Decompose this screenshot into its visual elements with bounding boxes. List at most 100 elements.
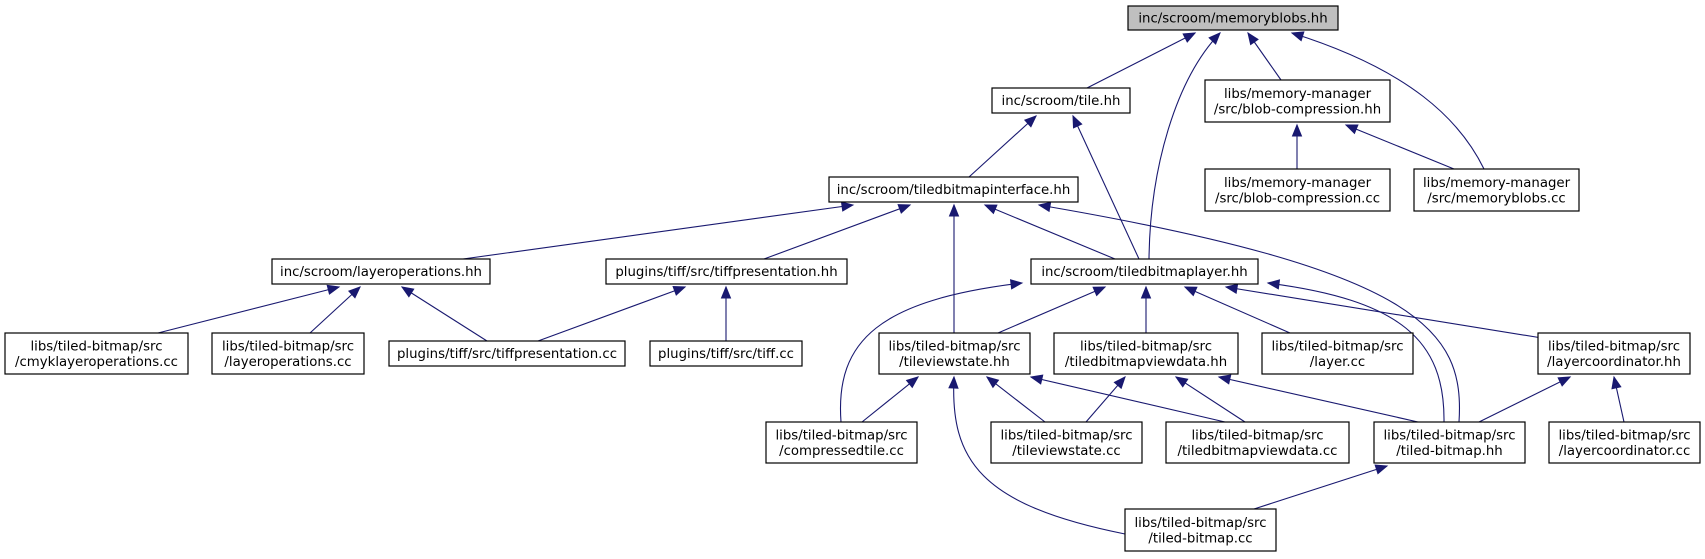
edge-blobcomp_cc-to-blobcomp_hh	[1291, 123, 1303, 169]
node-cmyk-cc[interactable]: libs/tiled-bitmap/src/cmyklayeroperation…	[4, 332, 189, 375]
node-box	[271, 258, 491, 285]
node-box	[1030, 258, 1259, 285]
node-label: libs/tiled-bitmap/src	[1134, 516, 1266, 531]
node-box	[1127, 5, 1339, 31]
edge-arrowhead-icon	[1140, 285, 1152, 299]
edge-line	[462, 204, 854, 260]
edge-line	[1175, 376, 1246, 423]
node-box	[828, 176, 1079, 203]
edge-line	[1225, 286, 1543, 339]
edge-arrowhead-icon	[720, 285, 732, 299]
edge-tbl_hh-to-memoryblobs_hh	[1148, 32, 1221, 260]
edge-arrowhead-icon	[897, 204, 912, 214]
node-ct-cc[interactable]: libs/tiled-bitmap/src/compressedtile.cc	[765, 421, 918, 464]
edge-arrowhead-icon	[1247, 31, 1259, 46]
edge-arrowhead-icon	[1174, 376, 1189, 388]
node-box	[649, 340, 803, 367]
node-label: inc/scroom/layeroperations.hh	[280, 265, 482, 280]
node-label: libs/tiled-bitmap/src	[1080, 339, 1212, 354]
edge-arrowhead-icon	[1092, 286, 1107, 297]
edge-line	[763, 204, 911, 260]
nodes-layer: inc/scroom/memoryblobs.hh inc/scroom/tile…	[4, 5, 1701, 552]
edge-line	[1478, 376, 1571, 423]
edge-arrowhead-icon	[400, 286, 415, 298]
node-tiffpres-hh[interactable]: plugins/tiff/src/tiffpresentation.hh	[605, 258, 848, 285]
node-label: /tiledbitmapviewdata.hh	[1065, 355, 1227, 370]
node-tbl-hh[interactable]: inc/scroom/tiledbitmaplayer.hh	[1030, 258, 1259, 285]
node-label: inc/scroom/tile.hh	[1002, 94, 1121, 109]
edge-layerops_hh-to-tbi_hh	[462, 201, 855, 260]
node-label: /compressedtile.cc	[779, 444, 904, 459]
node-blobcomp-cc[interactable]: libs/memory-manager/src/blob-compression…	[1204, 168, 1391, 212]
node-tbvd-cc[interactable]: libs/tiled-bitmap/src/tiledbitmapviewdat…	[1165, 421, 1350, 464]
node-box	[991, 87, 1131, 114]
edge-lc_hh-to-tbl_hh	[1224, 283, 1543, 339]
edge-line	[1086, 32, 1196, 89]
node-box	[1053, 332, 1239, 375]
node-tb-cc[interactable]: libs/tiled-bitmap/src/tiled-bitmap.cc	[1124, 508, 1277, 552]
edge-line	[861, 376, 919, 423]
edge-ct_cc-to-tbl_hh	[839, 279, 1024, 423]
edge-arrowhead-icon	[1374, 464, 1389, 475]
edge-arrowhead-icon	[1266, 279, 1281, 290]
edge-tbvd_cc-to-tvs_hh	[1029, 374, 1226, 423]
edge-tbl_hh-to-tile_hh	[1072, 114, 1140, 260]
node-label: libs/tiled-bitmap/src	[1558, 428, 1690, 443]
node-box	[211, 332, 365, 375]
edge-arrowhead-icon	[1182, 32, 1197, 43]
edge-memoryblobs_cc-to-memoryblobs_hh	[1290, 31, 1485, 170]
node-box	[4, 332, 189, 375]
node-label: libs/tiled-bitmap/src	[222, 339, 354, 354]
edge-arrowhead-icon	[1224, 283, 1239, 295]
node-label: libs/tiled-bitmap/src	[888, 339, 1020, 354]
node-tiff-cc[interactable]: plugins/tiff/src/tiff.cc	[649, 340, 803, 367]
node-box	[1204, 79, 1391, 123]
edge-arrowhead-icon	[1611, 375, 1622, 390]
edge-line	[1030, 376, 1226, 423]
node-label: plugins/tiff/src/tiffpresentation.hh	[615, 265, 837, 280]
node-label: libs/tiled-bitmap/src	[1271, 339, 1403, 354]
edge-tb_hh-to-tbvd_hh	[1217, 374, 1419, 423]
node-label: /tiledbitmapviewdata.cc	[1177, 444, 1337, 459]
edge-arrowhead-icon	[1290, 31, 1305, 42]
edge-arrowhead-icon	[1113, 376, 1126, 390]
edge-memoryblobs_cc-to-blobcomp_hh	[1344, 124, 1455, 170]
node-label: plugins/tiff/src/tiff.cc	[658, 347, 794, 362]
edge-arrowhead-icon	[1029, 374, 1044, 385]
node-layerops-hh[interactable]: inc/scroom/layeroperations.hh	[271, 258, 491, 285]
node-tile-hh[interactable]: inc/scroom/tile.hh	[991, 87, 1131, 114]
edge-arrowhead-icon	[1023, 115, 1037, 128]
node-memoryblobs-hh[interactable]: inc/scroom/memoryblobs.hh	[1127, 5, 1339, 31]
node-box	[1204, 168, 1391, 212]
node-lc-cc[interactable]: libs/tiled-bitmap/src/layercoordinator.c…	[1548, 421, 1701, 464]
node-lc-hh[interactable]: libs/tiled-bitmap/src/layercoordinator.h…	[1537, 332, 1691, 375]
edge-arrowhead-icon	[1344, 124, 1359, 135]
node-tbvd-hh[interactable]: libs/tiled-bitmap/src/tiledbitmapviewdat…	[1053, 332, 1239, 375]
edge-tb_hh-to-tbi_hh	[1037, 201, 1461, 423]
edge-line	[537, 286, 686, 342]
edge-arrowhead-icon	[840, 201, 855, 212]
node-label: /layercoordinator.hh	[1547, 355, 1681, 370]
edge-line	[984, 204, 1116, 260]
edge-blobcomp_hh-to-memoryblobs_hh	[1247, 31, 1282, 81]
node-tbi-hh[interactable]: inc/scroom/tiledbitmapinterface.hh	[828, 176, 1079, 203]
node-layerops-cc[interactable]: libs/tiled-bitmap/src/layeroperations.cc	[211, 332, 365, 375]
node-blobcomp-hh[interactable]: libs/memory-manager/src/blob-compression…	[1204, 79, 1391, 123]
node-layer-cc[interactable]: libs/tiled-bitmap/src/layer.cc	[1261, 332, 1414, 375]
edge-arrowhead-icon	[1072, 114, 1083, 129]
node-tiffpres-cc[interactable]: plugins/tiff/src/tiffpresentation.cc	[388, 340, 626, 367]
node-box	[990, 421, 1143, 464]
node-tvs-cc[interactable]: libs/tiled-bitmap/src/tileviewstate.cc	[990, 421, 1143, 464]
node-tvs-hh[interactable]: libs/tiled-bitmap/src/tileviewstate.hh	[878, 332, 1031, 375]
node-label: inc/scroom/tiledbitmaplayer.hh	[1041, 265, 1247, 280]
node-label: /src/blob-compression.hh	[1214, 102, 1381, 117]
edge-line	[968, 115, 1037, 178]
edge-tb_hh-to-tbl_hh	[1266, 279, 1445, 423]
edges-layer	[157, 31, 1625, 535]
node-tb-hh[interactable]: libs/tiled-bitmap/src/tiled-bitmap.hh	[1373, 421, 1526, 464]
edge-line	[401, 286, 488, 342]
node-label: libs/tiled-bitmap/src	[1548, 339, 1680, 354]
edge-tile_hh-to-memoryblobs_hh	[1086, 32, 1197, 89]
node-memoryblobs-cc[interactable]: libs/memory-manager/src/memoryblobs.cc	[1413, 168, 1580, 212]
edge-tiffpres_cc-to-tiffpres_hh	[537, 286, 687, 342]
